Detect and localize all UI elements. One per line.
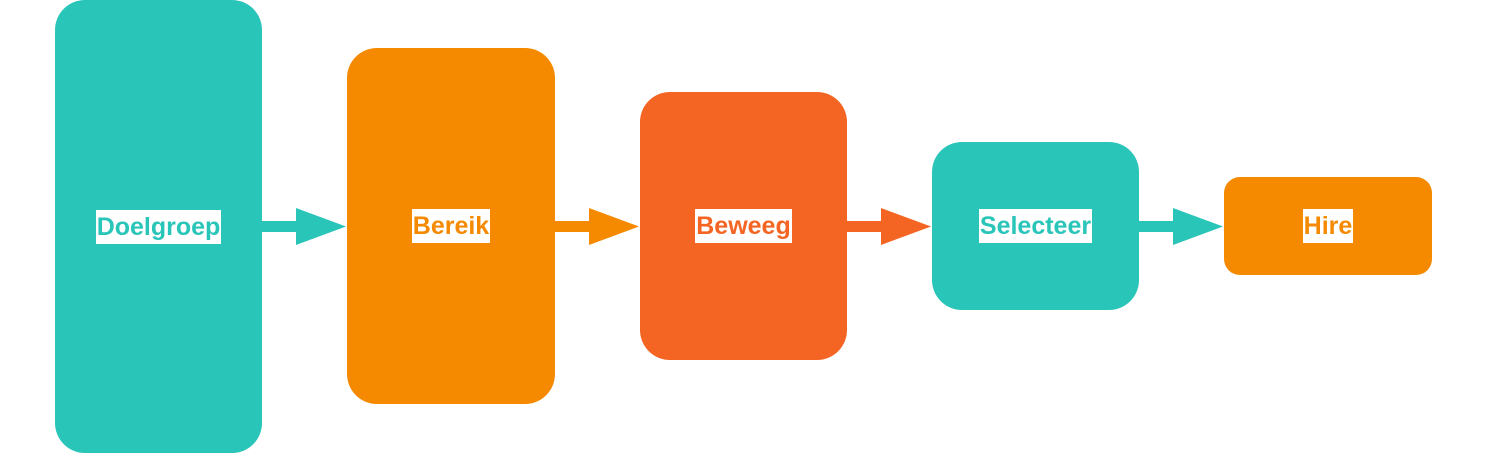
arrow-selecteer-to-hire	[1139, 208, 1223, 245]
step-label: Selecteer	[978, 209, 1093, 243]
step-beweeg: Beweeg	[640, 92, 847, 360]
step-hire: Hire	[1224, 177, 1432, 275]
arrow-beweeg-to-selecteer	[847, 208, 931, 245]
step-bereik: Bereik	[347, 48, 555, 404]
step-label: Bereik	[411, 209, 491, 243]
step-label: Hire	[1302, 209, 1354, 243]
step-label: Doelgroep	[95, 209, 222, 244]
step-selecteer: Selecteer	[932, 142, 1139, 310]
arrow-bereik-to-beweeg	[555, 208, 639, 245]
step-doelgroep: Doelgroep	[55, 0, 262, 453]
step-label: Beweeg	[695, 209, 792, 243]
arrow-doelgroep-to-bereik	[262, 208, 346, 245]
